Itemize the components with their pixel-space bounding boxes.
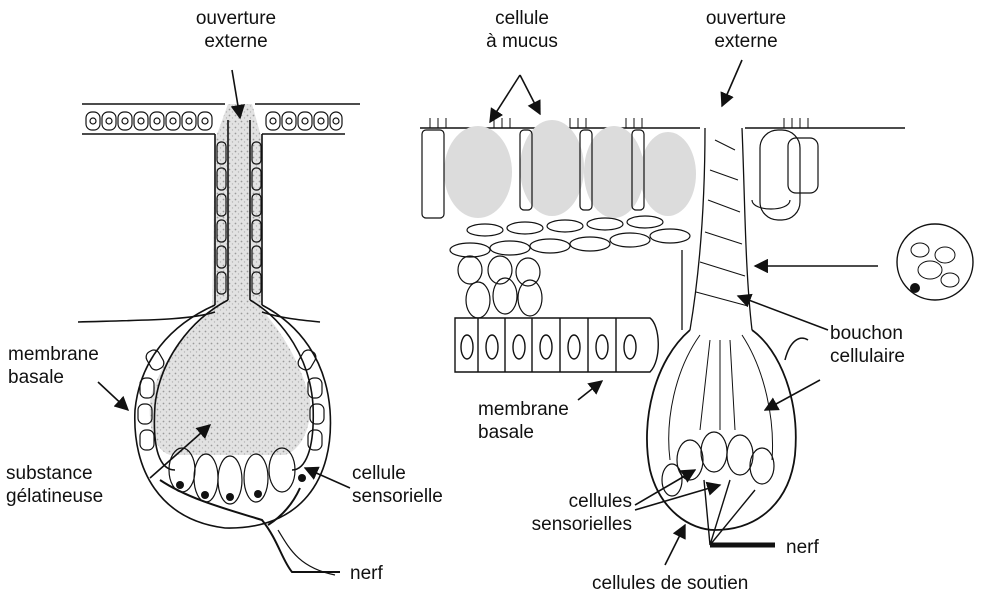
- label-cellule-sensorielle: cellule sensorielle: [352, 462, 443, 508]
- left-organ: [78, 104, 360, 575]
- label-line: substance: [6, 462, 103, 485]
- label-nerf-left: nerf: [350, 562, 383, 585]
- label-line: basale: [8, 366, 99, 389]
- label-line: membrane: [8, 343, 99, 366]
- label-line: gélatineuse: [6, 485, 103, 508]
- label-line: basale: [478, 421, 569, 444]
- label-line: sensorielle: [352, 485, 443, 508]
- label-cellules-de-soutien: cellules de soutien: [592, 572, 748, 595]
- label-ouverture-externe-left: ouverture externe: [186, 7, 286, 53]
- label-line: ouverture: [696, 7, 796, 30]
- label-line: membrane: [478, 398, 569, 421]
- label-line: à mucus: [472, 30, 572, 53]
- label-line: bouchon: [830, 322, 905, 345]
- label-line: cellulaire: [830, 345, 905, 368]
- label-nerf-right: nerf: [786, 536, 819, 559]
- label-ouverture-externe-right: ouverture externe: [696, 7, 796, 53]
- label-membrane-basale-left: membrane basale: [8, 343, 99, 389]
- label-substance-gelatineuse: substance gélatineuse: [6, 462, 103, 508]
- label-cellule-a-mucus: cellule à mucus: [472, 7, 572, 53]
- label-cellules-sensorielles: cellules sensorielles: [500, 490, 632, 536]
- label-line: externe: [696, 30, 796, 53]
- label-line: externe: [186, 30, 286, 53]
- label-membrane-basale-right: membrane basale: [478, 398, 569, 444]
- label-bouchon-cellulaire: bouchon cellulaire: [830, 322, 905, 368]
- label-line: ouverture: [186, 7, 286, 30]
- label-line: cellule: [352, 462, 443, 485]
- label-line: sensorielles: [500, 513, 632, 536]
- label-line: cellule: [472, 7, 572, 30]
- label-line: cellules: [500, 490, 632, 513]
